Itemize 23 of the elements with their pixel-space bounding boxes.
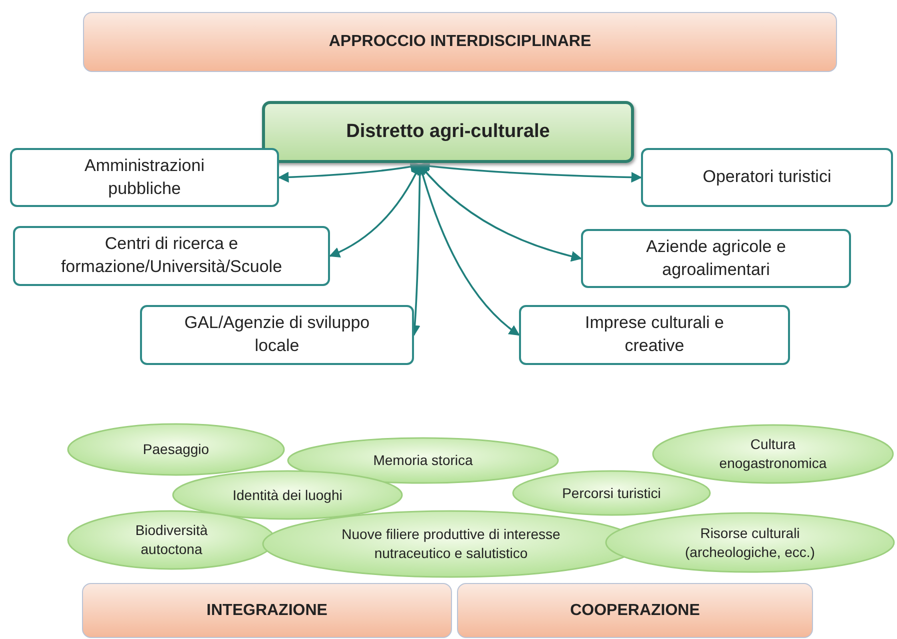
- theme-label: Memoria storica: [372, 451, 474, 470]
- theme-label: Cultura enogastronomica: [718, 435, 828, 473]
- stakeholder-box: GAL/Agenzie di sviluppo locale: [140, 305, 414, 365]
- arrow: [419, 164, 582, 262]
- theme-label: Biodiversità autoctona: [134, 521, 209, 559]
- stakeholder-box: Imprese culturali e creative: [519, 305, 790, 365]
- theme-label: Nuove filiere produttive di interesse nutraceutico e salutistico: [340, 525, 562, 563]
- theme-label: Percorsi turistici: [561, 484, 662, 502]
- arrow: [418, 160, 642, 183]
- central-box: Distretto agri-culturale: [262, 101, 634, 163]
- section-box: COOPERAZIONE: [457, 583, 813, 638]
- arrow: [278, 161, 422, 183]
- stakeholder-box: Centri di ricerca e formazione/Università/Scuole: [13, 226, 330, 286]
- theme-label: Paesaggio: [142, 440, 210, 459]
- stakeholder-box: Amministrazioni pubbliche: [10, 148, 279, 207]
- section-box: INTEGRAZIONE: [82, 583, 452, 638]
- theme-label: Identità dei luoghi: [232, 486, 344, 504]
- stakeholder-box: Aziende agricole e agroalimentari: [581, 229, 851, 288]
- arrow: [329, 164, 421, 258]
- stakeholder-box: Operatori turistici: [641, 148, 893, 207]
- arrow: [418, 164, 520, 336]
- theme-label: Risorse culturali (archeologiche, ecc.): [684, 524, 816, 562]
- title-banner: APPROCCIO INTERDISCIPLINARE: [83, 12, 837, 72]
